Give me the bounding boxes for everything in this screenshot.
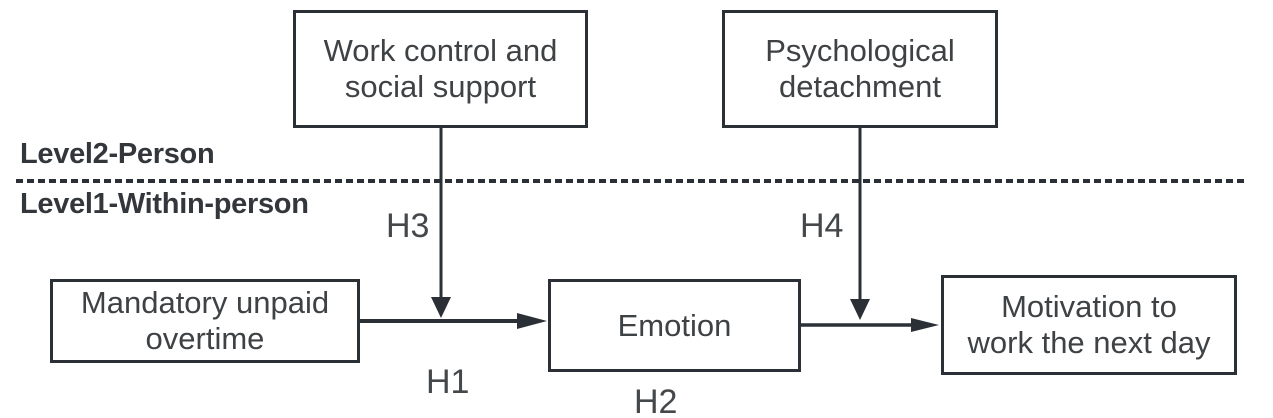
psychological-detachment-box: Psychological detachment bbox=[722, 10, 998, 128]
h2-path-label: H2 bbox=[634, 383, 678, 418]
h2-arrowhead-icon bbox=[911, 318, 939, 332]
h3-arrowhead-icon bbox=[431, 297, 451, 318]
level1-within-person-label: Level1-Within-person bbox=[20, 188, 309, 220]
mandatory-unpaid-overtime-box: Mandatory unpaid overtime bbox=[50, 279, 360, 363]
h4-path-label: H4 bbox=[800, 207, 844, 245]
work-control-social-support-box: Work control and social support bbox=[293, 10, 588, 128]
emotion-box: Emotion bbox=[548, 279, 801, 372]
h3-path-label: H3 bbox=[386, 207, 430, 245]
h4-arrowhead-icon bbox=[850, 299, 870, 320]
motivation-next-day-box: Motivation to work the next day bbox=[941, 275, 1237, 375]
h1-path-label: H1 bbox=[426, 363, 470, 401]
h1-arrowhead-icon bbox=[517, 313, 547, 329]
level2-person-label: Level2-Person bbox=[20, 138, 215, 170]
